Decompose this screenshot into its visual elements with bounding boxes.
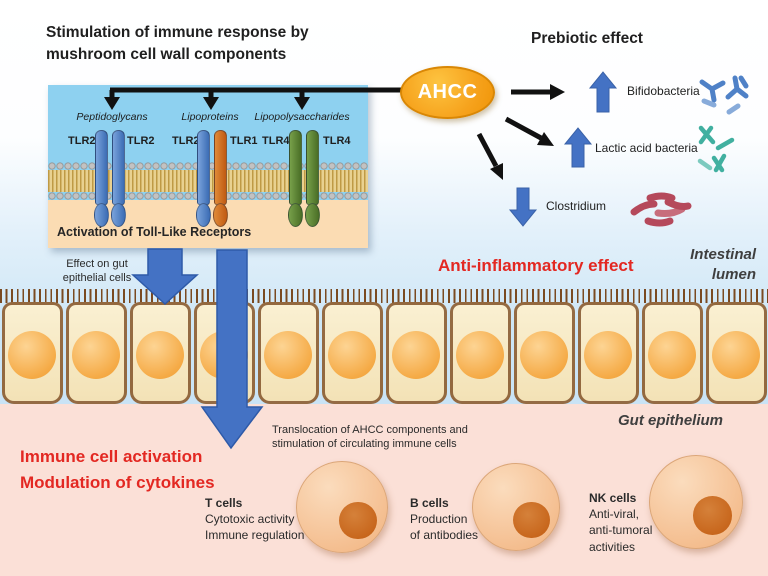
- nk-cell-graphic: [649, 455, 743, 549]
- b-cell-name: B cells: [410, 496, 449, 510]
- effect-epithelial-label: Effect on gut epithelial cells: [62, 258, 132, 285]
- b-cell-nucleus: [513, 501, 550, 538]
- epithelial-cell: [1, 302, 63, 404]
- nk-cell-line: anti-tumoral: [589, 523, 653, 538]
- t-cell-nucleus: [339, 501, 378, 540]
- epithelial-cell: [321, 302, 383, 404]
- epithelial-cell: [193, 302, 255, 404]
- b-cell-graphic: [472, 463, 560, 551]
- tlr2-receptor-tail: [94, 203, 109, 227]
- tlr2-receptor: [197, 130, 210, 205]
- tlr1-label: TLR1: [230, 135, 258, 147]
- b-cell-line: Production: [410, 512, 468, 527]
- tlr4-receptor: [289, 130, 302, 205]
- ahcc-node: AHCC: [400, 66, 495, 119]
- cell-nucleus: [136, 331, 184, 379]
- tlr4-receptor-tail: [288, 203, 303, 227]
- t-cell-line: Immune regulation: [205, 528, 305, 543]
- t-cell-text: T cells Cytotoxic activity Immune regula…: [205, 495, 304, 544]
- immune-activation-line2: Modulation of cytokines: [20, 473, 215, 493]
- nk-cell-name: NK cells: [589, 491, 637, 505]
- cell-nucleus: [392, 331, 440, 379]
- immune-activation-line1: Immune cell activation: [20, 447, 203, 466]
- cell-nucleus: [264, 331, 312, 379]
- diagram-title: Stimulation of immune response by mushro…: [46, 24, 309, 64]
- nk-cell-text: NK cells Anti-viral, anti-tumoral activi…: [589, 490, 652, 555]
- immune-activation-label: Immune cell activation Modulation of cyt…: [20, 444, 215, 497]
- cell-nucleus: [328, 331, 376, 379]
- cell-nucleus: [200, 331, 248, 379]
- ligand-label-lipoproteins: Lipoproteins: [181, 111, 239, 123]
- tlr4-receptor-tail: [305, 203, 320, 227]
- epithelial-cell: [577, 302, 639, 404]
- ligand-label-lipopolysaccharides: Lipopolysaccharides: [254, 111, 350, 123]
- cell-nucleus: [648, 331, 696, 379]
- tlr-activation-panel: Peptidoglycans Lipoproteins Lipopolysacc…: [48, 85, 368, 248]
- translocation-label: Translocation of AHCC components and sti…: [272, 424, 468, 451]
- epithelial-cell: [641, 302, 703, 404]
- epithelial-cell: [449, 302, 511, 404]
- epithelial-cell: [705, 302, 767, 404]
- tlr1-receptor: [214, 130, 227, 205]
- nk-cell-line: Anti-viral,: [589, 507, 640, 522]
- cell-nucleus: [8, 331, 56, 379]
- cell-nucleus: [712, 331, 760, 379]
- tlr2-label: TLR2: [127, 135, 155, 147]
- tlr4-receptor: [306, 130, 319, 205]
- prebiotic-effect-heading: Prebiotic effect: [531, 30, 643, 47]
- anti-inflammatory-label: Anti-inflammatory effect: [438, 256, 634, 275]
- gut-epithelium-label: Gut epithelium: [618, 412, 723, 429]
- lactic-acid-bacteria-label: Lactic acid bacteria: [595, 141, 698, 155]
- tlr2-receptor-tail: [196, 203, 211, 227]
- bifidobacteria-label: Bifidobacteria: [627, 84, 700, 98]
- ahcc-label: AHCC: [417, 81, 478, 103]
- clostridium-label: Clostridium: [546, 199, 607, 213]
- tlr2-receptor: [112, 130, 125, 205]
- tlr-activation-caption: Activation of Toll-Like Receptors: [57, 225, 252, 239]
- tlr2-label: TLR2: [172, 135, 200, 147]
- t-cell-graphic: [296, 461, 388, 553]
- epithelial-cell: [513, 302, 575, 404]
- intestinal-lumen-label: Intestinal lumen: [690, 246, 756, 284]
- epithelial-cell: [129, 302, 191, 404]
- tlr4-label: TLR4: [262, 135, 290, 147]
- ligand-label-peptidoglycans: Peptidoglycans: [76, 111, 148, 123]
- epithelial-cell: [257, 302, 319, 404]
- b-cell-text: B cells Production of antibodies: [410, 495, 478, 544]
- nk-cell-line: activities: [589, 539, 636, 554]
- cell-nucleus: [72, 331, 120, 379]
- b-cell-line: of antibodies: [410, 528, 479, 543]
- tlr2-receptor-tail: [111, 203, 126, 227]
- cell-nucleus: [456, 331, 504, 379]
- t-cell-name: T cells: [205, 496, 243, 510]
- cell-nucleus: [520, 331, 568, 379]
- tlr4-label: TLR4: [323, 135, 351, 147]
- epithelial-cell: [385, 302, 447, 404]
- nk-cell-nucleus: [693, 496, 732, 536]
- epithelial-cell: [65, 302, 127, 404]
- t-cell-line: Cytotoxic activity: [205, 512, 295, 527]
- gut-epithelium-row: [0, 302, 768, 404]
- cell-nucleus: [584, 331, 632, 379]
- brush-border-microvilli: [0, 289, 768, 303]
- tlr2-receptor: [95, 130, 108, 205]
- tlr2-label: TLR2: [68, 135, 96, 147]
- tlr1-receptor-tail: [213, 203, 228, 227]
